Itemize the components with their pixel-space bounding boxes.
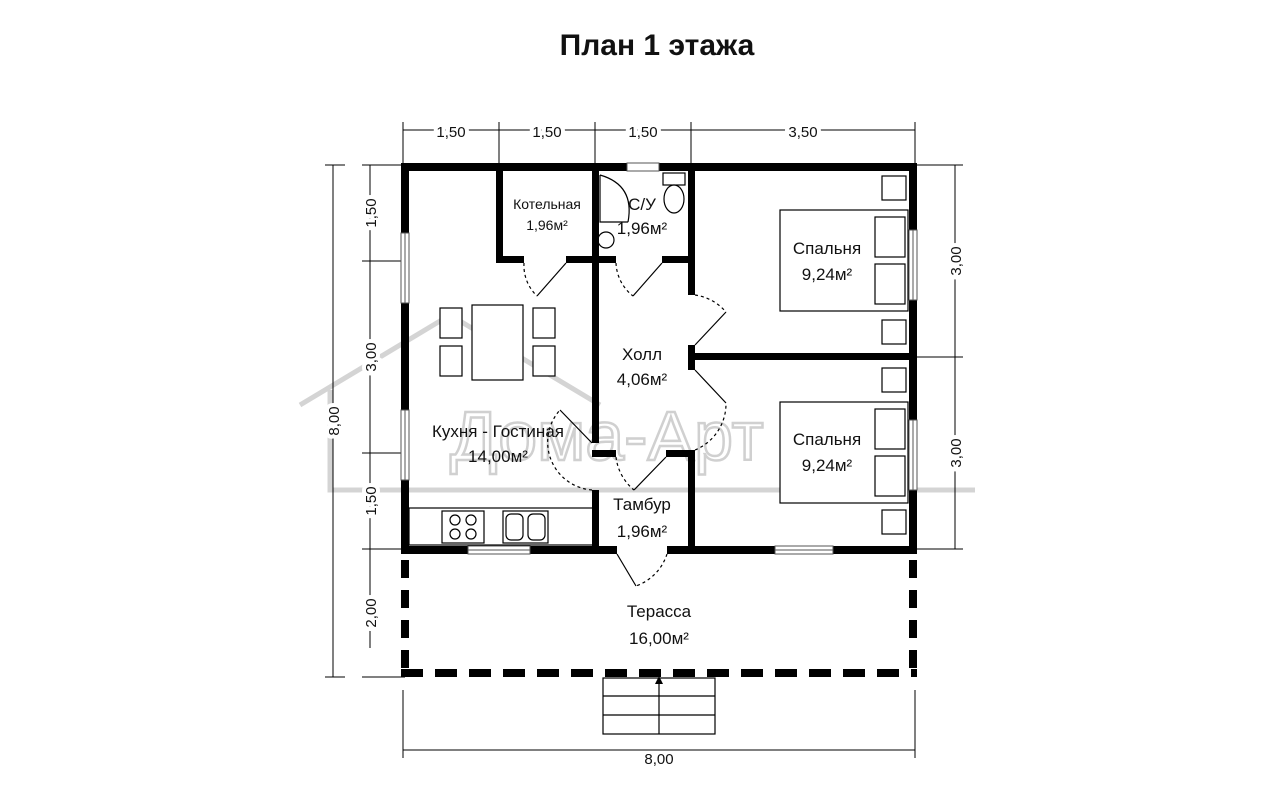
- dim-left-4: 2,00: [363, 598, 380, 627]
- door: [633, 456, 667, 491]
- doors: [523, 262, 727, 587]
- door: [632, 262, 663, 297]
- room-boiler: Котельная 1,96м²: [513, 196, 581, 233]
- room-name: Тамбур: [613, 495, 671, 514]
- chair: [532, 307, 556, 339]
- washbasin: [597, 231, 615, 249]
- stove: [441, 510, 485, 544]
- nightstand: [881, 509, 907, 535]
- room-area: 1,96м²: [526, 217, 568, 233]
- plan-title: План 1 этажа: [560, 29, 755, 62]
- dim-left-2: 3,00: [363, 342, 380, 371]
- door: [616, 553, 637, 587]
- room-name: Котельная: [513, 196, 581, 212]
- room-area: 1,96м²: [617, 522, 668, 541]
- furniture: [408, 172, 909, 735]
- nightstand: [881, 367, 907, 393]
- room-vestibule: Тамбур 1,96м²: [613, 495, 671, 541]
- door: [694, 369, 727, 404]
- terrace-outline: [401, 560, 917, 677]
- room-name: Спальня: [793, 430, 861, 449]
- dim-top-1: 1,50: [436, 124, 465, 141]
- chair: [532, 345, 556, 377]
- dim-right-1: 3,00: [948, 246, 965, 275]
- kitchen-counter: [408, 507, 594, 546]
- nightstand: [881, 319, 907, 345]
- door: [559, 409, 593, 444]
- dim-top-2: 1,50: [532, 124, 561, 141]
- watermark-text: Дома-Арт: [450, 397, 764, 475]
- room-bathroom: С/У 1,96м²: [617, 195, 668, 238]
- room-name: Холл: [622, 345, 662, 364]
- windows: [400, 162, 918, 555]
- dim-left-total: 8,00: [326, 406, 343, 435]
- toilet-tank: [662, 172, 686, 186]
- door: [694, 311, 727, 346]
- room-area: 14,00м²: [468, 447, 528, 466]
- door: [536, 262, 567, 297]
- dim-left-1: 1,50: [363, 198, 380, 227]
- window: [626, 162, 660, 172]
- room-hall: Холл 4,06м²: [617, 345, 668, 389]
- room-bedroom-2: Спальня 9,24м²: [793, 430, 861, 475]
- room-name: Кухня - Гостиная: [432, 422, 564, 441]
- room-area: 4,06м²: [617, 370, 668, 389]
- room-terrace: Терасса 16,00м²: [627, 602, 692, 648]
- room-kitchen: Кухня - Гостиная 14,00м²: [432, 422, 564, 466]
- room-area: 9,24м²: [802, 456, 853, 475]
- dim-left-3: 1,50: [363, 486, 380, 515]
- dim-right-2: 3,00: [948, 438, 965, 467]
- watermark-logo: Дома-Арт: [298, 312, 975, 493]
- room-name: Терасса: [627, 602, 692, 621]
- dining-table: [471, 304, 524, 381]
- dimension-lines: [325, 122, 963, 758]
- room-name: Спальня: [793, 239, 861, 258]
- dim-bottom: 8,00: [644, 751, 673, 768]
- shower: [599, 174, 630, 223]
- room-area: 1,96м²: [617, 219, 668, 238]
- room-name: С/У: [628, 195, 656, 214]
- nightstand: [881, 175, 907, 201]
- room-area: 9,24м²: [802, 265, 853, 284]
- toilet: [663, 184, 685, 214]
- room-bedroom-1: Спальня 9,24м²: [793, 239, 861, 284]
- dim-top-3: 1,50: [628, 124, 657, 141]
- chair: [439, 307, 463, 339]
- dim-top-4: 3,50: [788, 124, 817, 141]
- chair: [439, 345, 463, 377]
- room-area: 16,00м²: [629, 629, 689, 648]
